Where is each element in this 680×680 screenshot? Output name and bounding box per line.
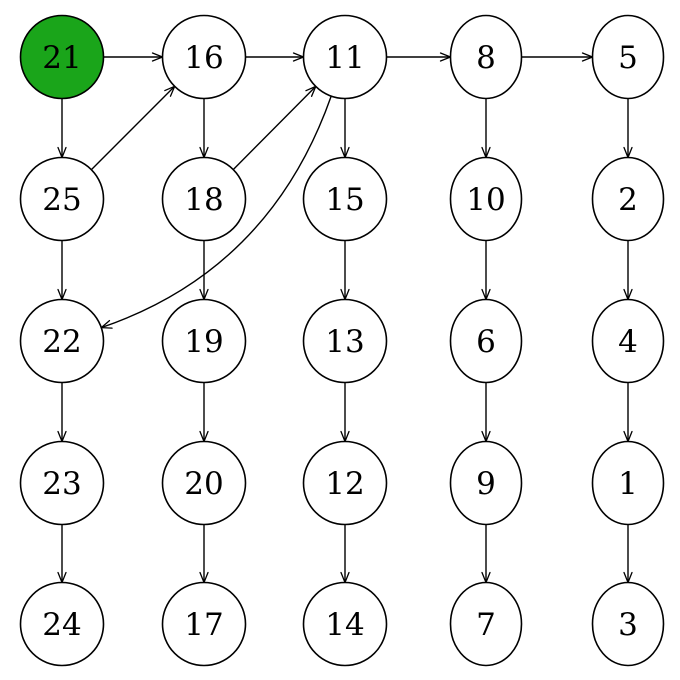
node-11-label: 11 bbox=[325, 40, 364, 76]
node-20-circle bbox=[161, 440, 247, 526]
node-8-circle bbox=[449, 14, 523, 100]
node-4-label: 4 bbox=[618, 324, 638, 360]
node-16-circle bbox=[161, 14, 247, 100]
node-10: 10 bbox=[449, 156, 523, 242]
node-5-label: 5 bbox=[618, 40, 638, 76]
node-3: 3 bbox=[591, 581, 665, 667]
node-5-circle bbox=[591, 14, 665, 100]
node-22-circle bbox=[19, 298, 105, 384]
edge-11-to-22 bbox=[100, 95, 332, 329]
node-15-label: 15 bbox=[325, 182, 364, 218]
edge-25-to-16 bbox=[90, 85, 176, 171]
node-18: 18 bbox=[161, 156, 247, 242]
node-15-circle bbox=[302, 156, 388, 242]
node-14-circle bbox=[302, 581, 388, 667]
node-3-circle bbox=[591, 581, 665, 667]
node-2: 2 bbox=[591, 156, 665, 242]
node-8-label: 8 bbox=[476, 40, 496, 76]
node-7: 7 bbox=[449, 581, 523, 667]
node-19-circle bbox=[161, 298, 247, 384]
node-24-circle bbox=[19, 581, 105, 667]
node-12: 12 bbox=[302, 440, 388, 526]
node-21-circle bbox=[19, 14, 105, 100]
edges-layer bbox=[57, 52, 633, 584]
node-2-label: 2 bbox=[618, 182, 638, 218]
node-18-label: 18 bbox=[184, 182, 223, 218]
node-13: 13 bbox=[302, 298, 388, 384]
node-20: 20 bbox=[161, 440, 247, 526]
node-17-label: 17 bbox=[184, 607, 223, 643]
node-19: 19 bbox=[161, 298, 247, 384]
node-24-label: 24 bbox=[42, 607, 81, 643]
node-9: 9 bbox=[449, 440, 523, 526]
edge-18-to-11 bbox=[232, 85, 317, 171]
node-5: 5 bbox=[591, 14, 665, 100]
node-16: 16 bbox=[161, 14, 247, 100]
node-15: 15 bbox=[302, 156, 388, 242]
node-9-label: 9 bbox=[476, 466, 496, 502]
node-6-circle bbox=[449, 298, 523, 384]
node-16-label: 16 bbox=[184, 40, 223, 76]
node-25-label: 25 bbox=[42, 182, 81, 218]
node-8: 8 bbox=[449, 14, 523, 100]
node-22: 22 bbox=[19, 298, 105, 384]
node-6-label: 6 bbox=[476, 324, 496, 360]
node-11-circle bbox=[302, 14, 388, 100]
node-4-circle bbox=[591, 298, 665, 384]
node-19-label: 19 bbox=[184, 324, 223, 360]
node-23-label: 23 bbox=[42, 466, 81, 502]
node-1-label: 1 bbox=[618, 466, 638, 502]
node-2-circle bbox=[591, 156, 665, 242]
node-3-label: 3 bbox=[618, 607, 638, 643]
node-13-circle bbox=[302, 298, 388, 384]
node-23-circle bbox=[19, 440, 105, 526]
node-7-label: 7 bbox=[476, 607, 496, 643]
node-1-circle bbox=[591, 440, 665, 526]
node-4: 4 bbox=[591, 298, 665, 384]
node-9-circle bbox=[449, 440, 523, 526]
node-25: 25 bbox=[19, 156, 105, 242]
node-1: 1 bbox=[591, 440, 665, 526]
node-14-label: 14 bbox=[325, 607, 364, 643]
node-18-circle bbox=[161, 156, 247, 242]
node-11: 11 bbox=[302, 14, 388, 100]
node-10-label: 10 bbox=[466, 182, 505, 218]
node-21: 21 bbox=[19, 14, 105, 100]
node-23: 23 bbox=[19, 440, 105, 526]
node-6: 6 bbox=[449, 298, 523, 384]
node-10-circle bbox=[449, 156, 523, 242]
node-12-label: 12 bbox=[325, 466, 364, 502]
node-17: 17 bbox=[161, 581, 247, 667]
node-25-circle bbox=[19, 156, 105, 242]
node-22-label: 22 bbox=[42, 324, 81, 360]
node-20-label: 20 bbox=[184, 466, 223, 502]
node-13-label: 13 bbox=[325, 324, 364, 360]
node-24: 24 bbox=[19, 581, 105, 667]
node-14: 14 bbox=[302, 581, 388, 667]
node-12-circle bbox=[302, 440, 388, 526]
node-17-circle bbox=[161, 581, 247, 667]
node-21-label: 21 bbox=[42, 40, 81, 76]
node-7-circle bbox=[449, 581, 523, 667]
